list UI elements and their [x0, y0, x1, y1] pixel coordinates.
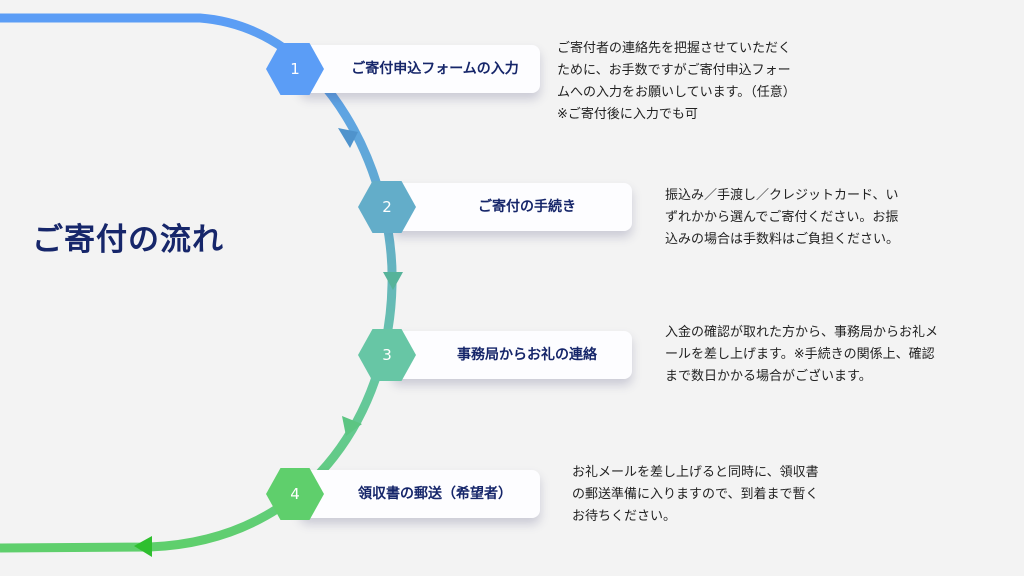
step-card-2: ご寄付の手続き	[392, 183, 632, 231]
step-label: 領収書の郵送（希望者）	[358, 486, 512, 502]
step-label: 事務局からお礼の連絡	[457, 347, 597, 363]
page-title: ご寄付の流れ	[32, 222, 224, 258]
arrow-icon	[383, 272, 403, 290]
step-label: ご寄付の手続き	[478, 199, 576, 215]
step-description: お礼メールを差し上げると同時に、領収書の郵送準備に入りますので、到着まで暫くお待…	[572, 465, 819, 524]
step-card-3: 事務局からお礼の連絡	[392, 331, 632, 379]
step-description: 入金の確認が取れた方から、事務局からお礼メールを差し上げます。※手続きの関係上、…	[665, 325, 939, 384]
step-description: 振込み／手渡し／クレジットカード、いずれかから選んでご寄付ください。お振込みの場…	[665, 188, 900, 247]
arrow-icon	[342, 416, 362, 436]
step-label: ご寄付申込フォームの入力	[351, 61, 519, 77]
arrow-icon	[338, 128, 358, 148]
step-description: ご寄付者の連絡先を把握させていただくために、お手数ですがご寄付申込フォームへの入…	[557, 41, 796, 122]
step-card-4: 領収書の郵送（希望者）	[300, 470, 540, 518]
step-card-1: ご寄付申込フォームの入力	[300, 45, 540, 93]
arrow-icon	[134, 536, 152, 557]
